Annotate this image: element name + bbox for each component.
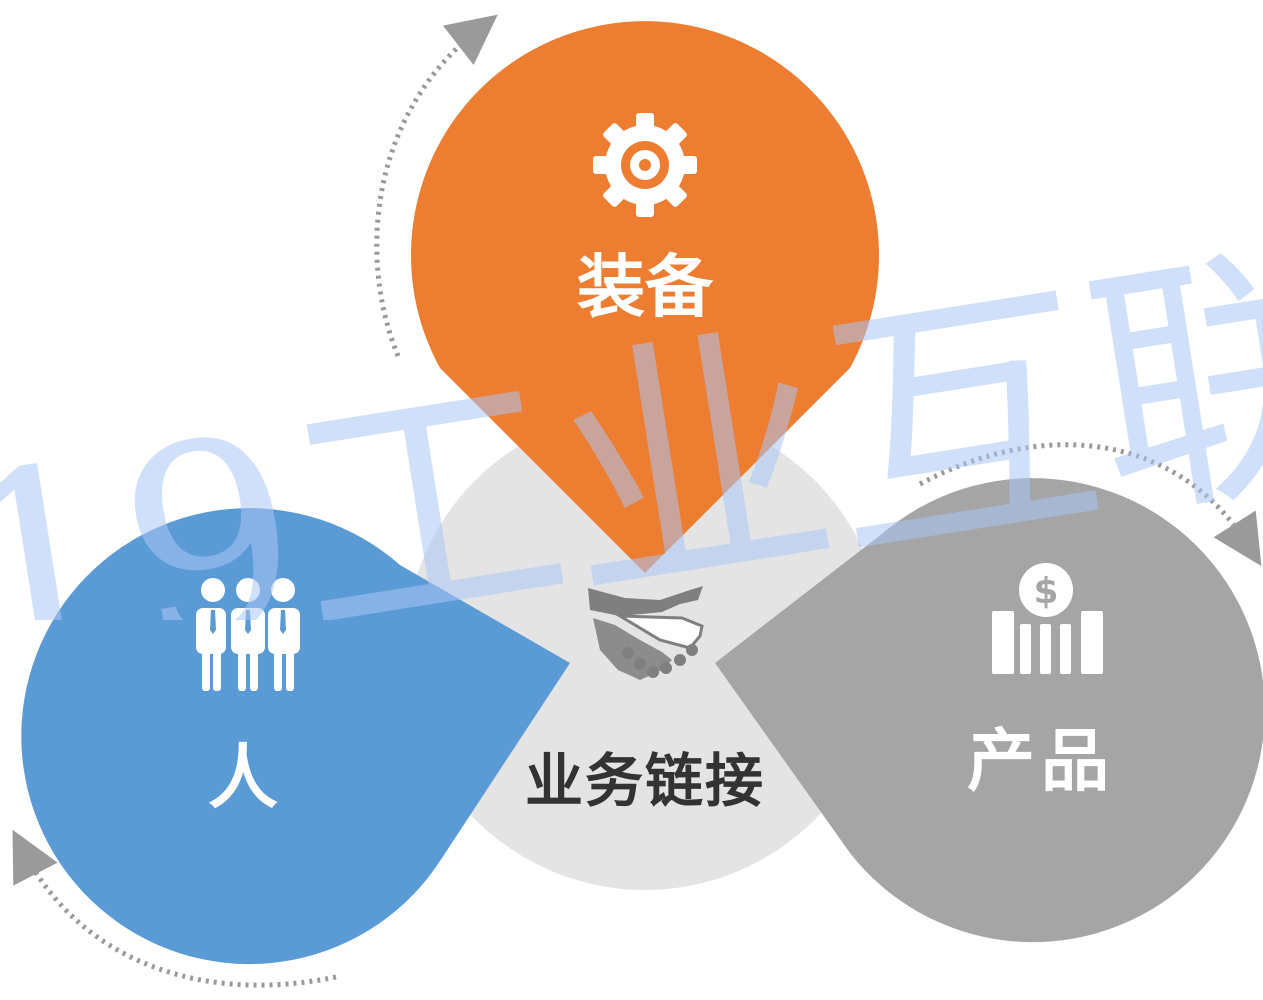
- node-label-people: 人: [208, 736, 278, 819]
- node-label-equipment: 装备: [576, 248, 714, 328]
- center-label: 业务链接: [524, 747, 766, 815]
- svg-text:$: $: [1033, 571, 1058, 612]
- people-ties: [210, 610, 286, 634]
- gear-icon: [593, 113, 697, 217]
- teardrop-people: [21, 508, 570, 965]
- arrow-people-curve: [12, 829, 337, 988]
- teardrop-equipment: [411, 21, 880, 573]
- handshake-icon: [588, 586, 704, 680]
- node-label-product: 产品: [966, 722, 1116, 802]
- teardrop-product: [715, 478, 1263, 943]
- product-chart-icon: $: [992, 563, 1103, 674]
